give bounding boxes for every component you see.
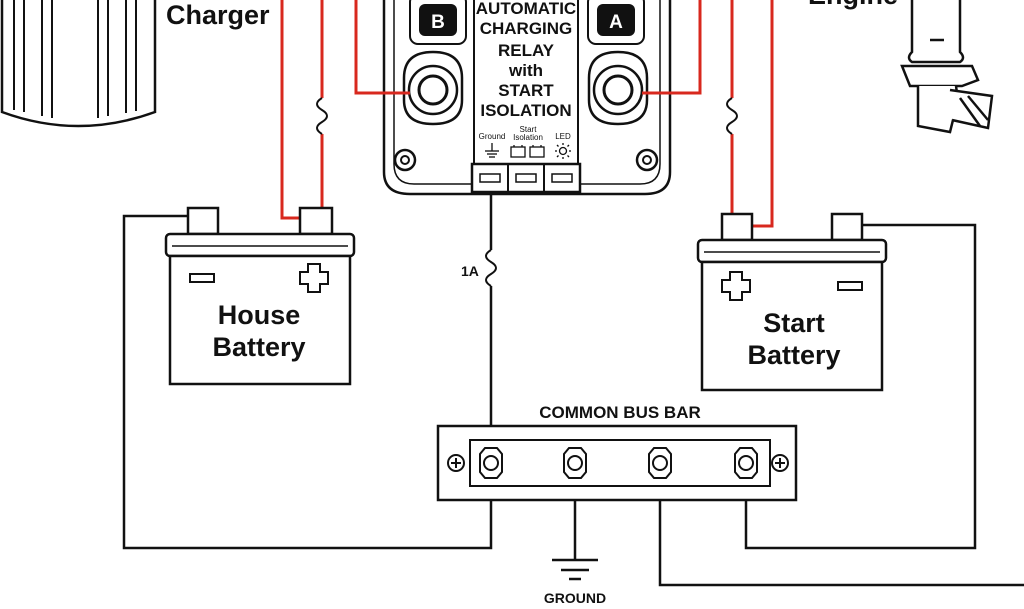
led-sun-icon: [555, 143, 571, 159]
plus-icon: [299, 263, 329, 293]
relay-label-line3: RELAY: [498, 41, 555, 60]
relay-connector-block: [470, 162, 582, 194]
svg-text:B: B: [431, 12, 445, 33]
charger-unit: [0, 0, 157, 128]
outboard-engine-icon: [900, 0, 994, 134]
relay-label-line6: ISOLATION: [480, 101, 571, 120]
start-battery: Start Battery: [696, 212, 888, 392]
svg-text:A: A: [609, 12, 623, 33]
positive-wires: [280, 0, 774, 228]
engine-label: Engine: [808, 0, 898, 10]
house-battery-label-2: Battery: [212, 332, 305, 362]
fuse-icons: [316, 97, 738, 287]
led-indicator-label: LED: [555, 132, 571, 141]
relay-label-line4: with: [508, 61, 543, 80]
terminal-b-stud: [402, 50, 464, 126]
plus-icon: [721, 271, 751, 301]
bus-bar-label: COMMON BUS BAR: [539, 403, 701, 422]
ground-symbol-icon: [485, 143, 499, 158]
battery-pair-icon: [510, 145, 545, 158]
start-battery-label-1: Start: [763, 308, 825, 338]
house-battery-label-1: House: [218, 300, 301, 330]
ground-indicator-label: Ground: [479, 132, 506, 141]
house-battery: House Battery: [164, 206, 356, 386]
charger-label: Charger: [166, 0, 270, 30]
common-bus-bar: [436, 424, 798, 502]
start-battery-label-2: Battery: [747, 340, 840, 370]
terminal-b-badge: B: [409, 0, 467, 45]
start-isolation-label-1: Start: [520, 125, 538, 134]
charging-relay: AUTOMATIC CHARGING RELAY with START ISOL…: [382, 0, 672, 196]
relay-label-line2: CHARGING: [480, 19, 573, 38]
terminal-a-stud: [587, 50, 649, 126]
relay-label-line5: START: [498, 81, 554, 100]
ground-icon: [552, 558, 598, 581]
minus-icon: [837, 281, 863, 291]
minus-icon: [189, 273, 215, 283]
relay-label-line1: AUTOMATIC: [476, 0, 576, 18]
terminal-a-badge: A: [587, 0, 645, 45]
mounting-holes: [393, 148, 659, 172]
ground-label: GROUND: [544, 590, 606, 606]
fuse-rating-label: 1A: [461, 263, 479, 279]
bus-bar-studs: [479, 447, 758, 479]
start-isolation-label-2: Isolation: [513, 133, 543, 142]
